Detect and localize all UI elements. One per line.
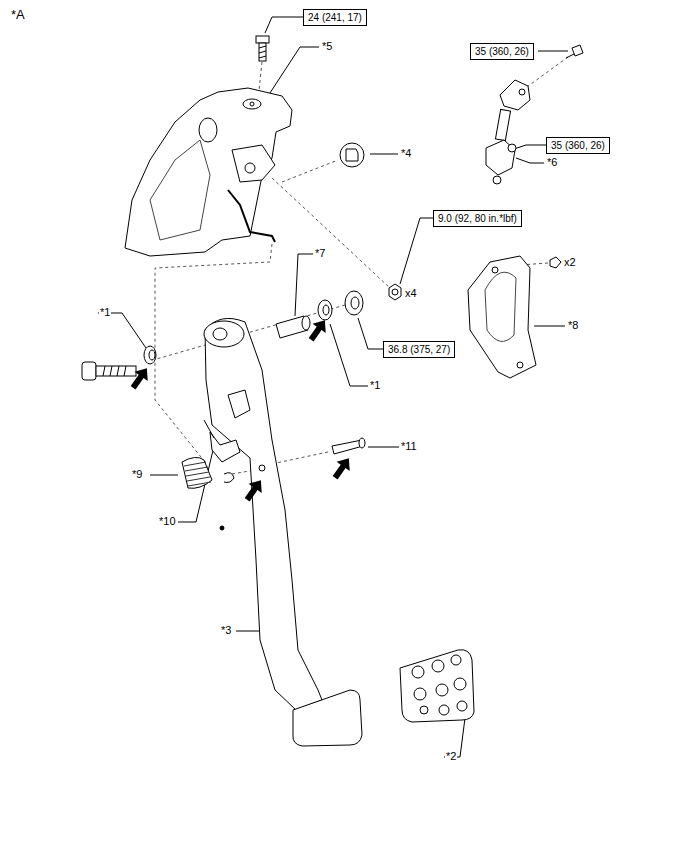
callout-number: x2 (563, 256, 577, 269)
torque-spec-box: 35 (360, 26) (470, 43, 534, 60)
torque-value: 9.0 (92, 80 in.*lbf) (438, 212, 517, 225)
torque-value: 36.8 (375, 27) (388, 343, 450, 356)
callout-number: x4 (404, 287, 418, 300)
callout-number: *2 (445, 750, 457, 763)
callout-number: *10 (158, 515, 177, 528)
torque-spec-box: 35 (360, 26) (546, 137, 610, 154)
callout-number: *7 (314, 247, 326, 260)
torque-value: 35 (360, 26) (551, 139, 605, 152)
torque-spec-box: 24 (241, 17) (303, 9, 367, 26)
callout-number: *1 (369, 379, 381, 392)
callout-number: *5 (321, 40, 333, 53)
torque-value: 24 (241, 17) (308, 11, 362, 24)
callout-number: *11 (400, 440, 418, 453)
torque-value: 35 (360, 26) (475, 45, 529, 58)
callout-number: *3 (220, 624, 232, 637)
figure-id: *A (10, 8, 26, 21)
torque-spec-box: 36.8 (375, 27) (383, 341, 455, 358)
callout-number: *4 (400, 147, 412, 160)
callout-number: *6 (546, 156, 558, 169)
torque-spec-box: 9.0 (92, 80 in.*lbf) (433, 210, 522, 227)
callout-number: *1 (99, 306, 111, 319)
callout-number: *9 (131, 468, 143, 481)
callout-number: *8 (567, 319, 579, 332)
